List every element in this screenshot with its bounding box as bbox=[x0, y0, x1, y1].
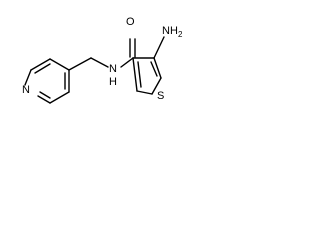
bond bbox=[136, 90, 153, 95]
amino-nitrogen-label: N bbox=[162, 25, 170, 37]
pyridine-ring bbox=[24, 58, 70, 104]
amide-hydrogen-label: H bbox=[109, 76, 117, 88]
double-bond bbox=[150, 61, 158, 77]
double-bond bbox=[34, 63, 51, 74]
bond bbox=[49, 91, 70, 104]
bond bbox=[37, 95, 51, 104]
amino-subscript-label: 2 bbox=[178, 30, 183, 39]
molecule-canvas: O N H N S N H 2 bbox=[0, 0, 225, 117]
bond bbox=[151, 77, 162, 95]
sulfur-label: S bbox=[157, 90, 164, 102]
bond bbox=[30, 58, 51, 71]
bond bbox=[24, 69, 32, 86]
bond bbox=[90, 57, 109, 68]
bond bbox=[153, 57, 162, 79]
thiophene-ring bbox=[132, 57, 162, 95]
oxygen-label: O bbox=[126, 16, 135, 28]
double-bond bbox=[39, 91, 51, 99]
structure-diagram: O N H N S N H 2 bbox=[22, 16, 183, 104]
bond bbox=[153, 36, 165, 59]
bond bbox=[49, 58, 70, 71]
amino-hydrogen-label: H bbox=[170, 25, 178, 37]
pyridine-nitrogen-label: N bbox=[22, 84, 30, 96]
double-bond bbox=[137, 61, 142, 88]
bond bbox=[68, 57, 92, 71]
bond bbox=[132, 57, 138, 92]
amide-nitrogen-label: N bbox=[109, 63, 117, 75]
bond bbox=[120, 57, 134, 68]
